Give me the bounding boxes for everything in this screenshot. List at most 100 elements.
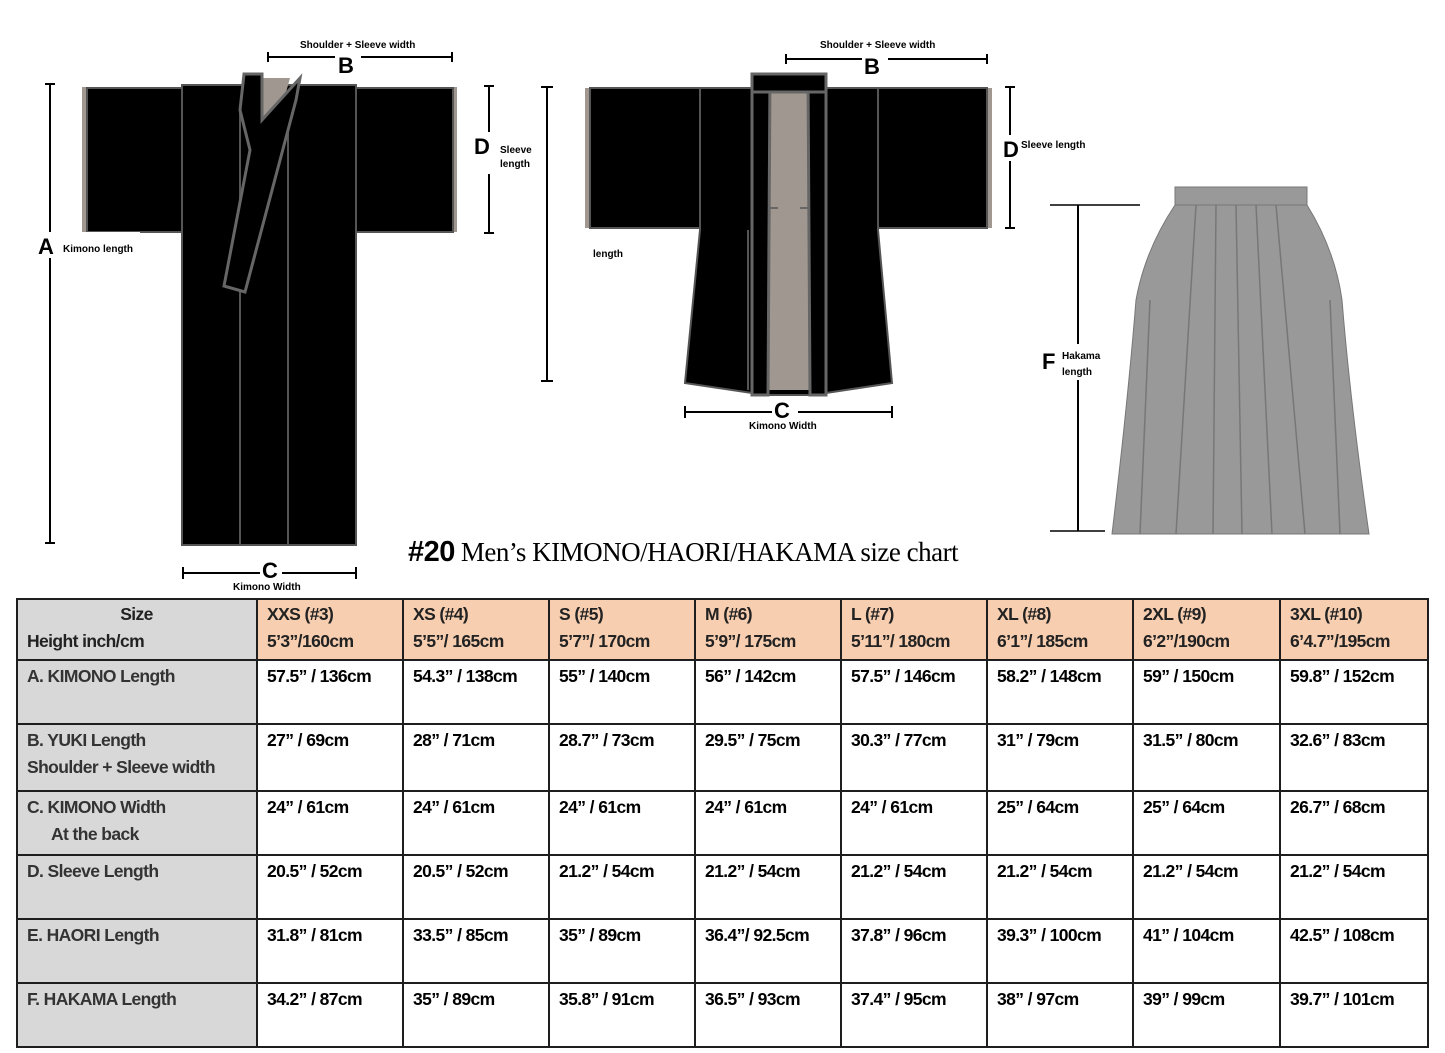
kimono-b-text: Shoulder + Sleeve width (300, 40, 415, 51)
value-cell: 27” / 69cm (256, 723, 404, 792)
table-row-sleeve-length: D. Sleeve Length 20.5” / 52cm 20.5” / 52… (16, 854, 1429, 920)
haori-d-text: Sleeve length (1021, 140, 1085, 151)
value-cell: 30.3” / 77cm (840, 723, 988, 792)
size-header-cell: XS (#4)5’5”/ 165cm (402, 598, 550, 661)
haori-c-text: Kimono Width (749, 421, 817, 432)
size-header-cell: XL (#8)6’1”/ 185cm (986, 598, 1134, 661)
value-cell: 54.3” / 138cm (402, 659, 550, 725)
kimono-d-letter: D (474, 134, 490, 159)
size-name: 2XL (#9) (1143, 604, 1207, 624)
hakama-waistband (1174, 186, 1308, 206)
hakama-figure: F Hakama length (1040, 186, 1370, 535)
value-cell: 21.2” / 54cm (694, 854, 842, 920)
value-cell: 35.8” / 91cm (548, 982, 696, 1048)
row-label-sub: Shoulder + Sleeve width (27, 757, 216, 777)
row-label-text: D. Sleeve Length (27, 861, 159, 881)
row-label-text: F. HAKAMA Length (27, 989, 177, 1009)
size-header-cell: 3XL (#10) 6’4.7”/195cm (1279, 598, 1429, 661)
kimono-a-letter: A (38, 234, 54, 259)
value-cell: 25” / 64cm (986, 790, 1134, 856)
row-label: C. KIMONO Width At the back (16, 790, 258, 856)
value-cell: 24” / 61cm (402, 790, 550, 856)
row-label: A. KIMONO Length (16, 659, 258, 725)
chart-number: #20 (408, 536, 455, 568)
haori-left-sleeve (589, 87, 703, 229)
value-cell: 21.2” / 54cm (548, 854, 696, 920)
value-cell: 31” / 79cm (986, 723, 1134, 792)
value-cell: 26.7” / 68cm (1279, 790, 1429, 856)
row-label: F. HAKAMA Length (16, 982, 258, 1048)
size-height: 5’11”/ 180cm (851, 631, 950, 651)
haori-right-sleeve (874, 87, 988, 229)
row-label: D. Sleeve Length (16, 854, 258, 920)
table-row-kimono-length: A. KIMONO Length 57.5” / 136cm 54.3” / 1… (16, 659, 1429, 725)
hakama-f-letter: F (1042, 349, 1055, 374)
size-header-cell: L (#7) 5’11”/ 180cm (840, 598, 988, 661)
haori-b-letter: B (864, 54, 880, 79)
value-cell: 39” / 99cm (1132, 982, 1281, 1048)
kimono-c-text: Kimono Width (233, 582, 301, 593)
value-cell: 56” / 142cm (694, 659, 842, 725)
value-cell: 25” / 64cm (1132, 790, 1281, 856)
value-cell: 21.2” / 54cm (1279, 854, 1429, 920)
value-cell: 39.7” / 101cm (1279, 982, 1429, 1048)
value-cell: 42.5” / 108cm (1279, 918, 1429, 984)
row-label-text: C. KIMONO Width (27, 797, 166, 817)
value-cell: 41” / 104cm (1132, 918, 1281, 984)
value-cell: 35” / 89cm (402, 982, 550, 1048)
value-cell: 57.5” / 136cm (256, 659, 404, 725)
table-row-hakama-length: F. HAKAMA Length 34.2” / 87cm 35” / 89cm… (16, 982, 1429, 1048)
haori-lining (766, 88, 812, 390)
value-cell: 58.2” / 148cm (986, 659, 1134, 725)
value-cell: 37.8” / 96cm (840, 918, 988, 984)
haori-b-text: Shoulder + Sleeve width (820, 40, 935, 51)
corner-height-label: Height inch/cm (27, 631, 145, 651)
size-height: 5’9”/ 175cm (705, 631, 796, 651)
value-cell: 32.6” / 83cm (1279, 723, 1429, 792)
kimono-right-sleeve (352, 87, 454, 233)
chart-title-text: Men’s KIMONO/HAORI/HAKAMA size chart (460, 537, 959, 567)
size-name: 3XL (#10) (1290, 604, 1363, 624)
hakama-f-text-1: Hakama (1062, 351, 1101, 362)
row-label-sub: At the back (51, 824, 139, 844)
row-label: E. HAORI Length (16, 918, 258, 984)
size-name: XS (#4) (413, 604, 469, 624)
kimono-c-letter: C (262, 558, 278, 583)
size-header-cell: S (#5)5’7”/ 170cm (548, 598, 696, 661)
value-cell: 20.5” / 52cm (256, 854, 404, 920)
corner-size-label: Size (120, 604, 153, 624)
size-height: 6’1”/ 185cm (997, 631, 1088, 651)
size-header-cell: 2XL (#9) 6’2”/190cm (1132, 598, 1281, 661)
value-cell: 24” / 61cm (256, 790, 404, 856)
value-cell: 34.2” / 87cm (256, 982, 404, 1048)
row-label-text: E. HAORI Length (27, 925, 160, 945)
value-cell: 57.5” / 146cm (840, 659, 988, 725)
value-cell: 31.5” / 80cm (1132, 723, 1281, 792)
hakama-f-text-2: length (1062, 367, 1092, 378)
size-header-cell: XXS (#3)5’3”/160cm (256, 598, 404, 661)
kimono-left-sleeve (86, 87, 188, 233)
haori-c-letter: C (774, 398, 790, 423)
value-cell: 21.2” / 54cm (1132, 854, 1281, 920)
value-cell: 37.4” / 95cm (840, 982, 988, 1048)
value-cell: 24” / 61cm (840, 790, 988, 856)
value-cell: 21.2” / 54cm (840, 854, 988, 920)
value-cell: 55” / 140cm (548, 659, 696, 725)
hakama-skirt (1111, 204, 1370, 535)
size-height: 6’4.7”/195cm (1290, 631, 1390, 651)
value-cell: 36.5” / 93cm (694, 982, 842, 1048)
row-label-text: B. YUKI Length (27, 730, 146, 750)
table-row-haori-length: E. HAORI Length 31.8” / 81cm 33.5” / 85c… (16, 918, 1429, 984)
size-height: 5’7”/ 170cm (559, 631, 650, 651)
row-label-text: A. KIMONO Length (27, 666, 175, 686)
value-cell: 24” / 61cm (548, 790, 696, 856)
value-cell: 29.5” / 75cm (694, 723, 842, 792)
size-height: 6’2”/190cm (1143, 631, 1230, 651)
value-cell: 39.3” / 100cm (986, 918, 1134, 984)
value-cell: 59.8” / 152cm (1279, 659, 1429, 725)
size-name: L (#7) (851, 604, 894, 624)
value-cell: 31.8” / 81cm (256, 918, 404, 984)
